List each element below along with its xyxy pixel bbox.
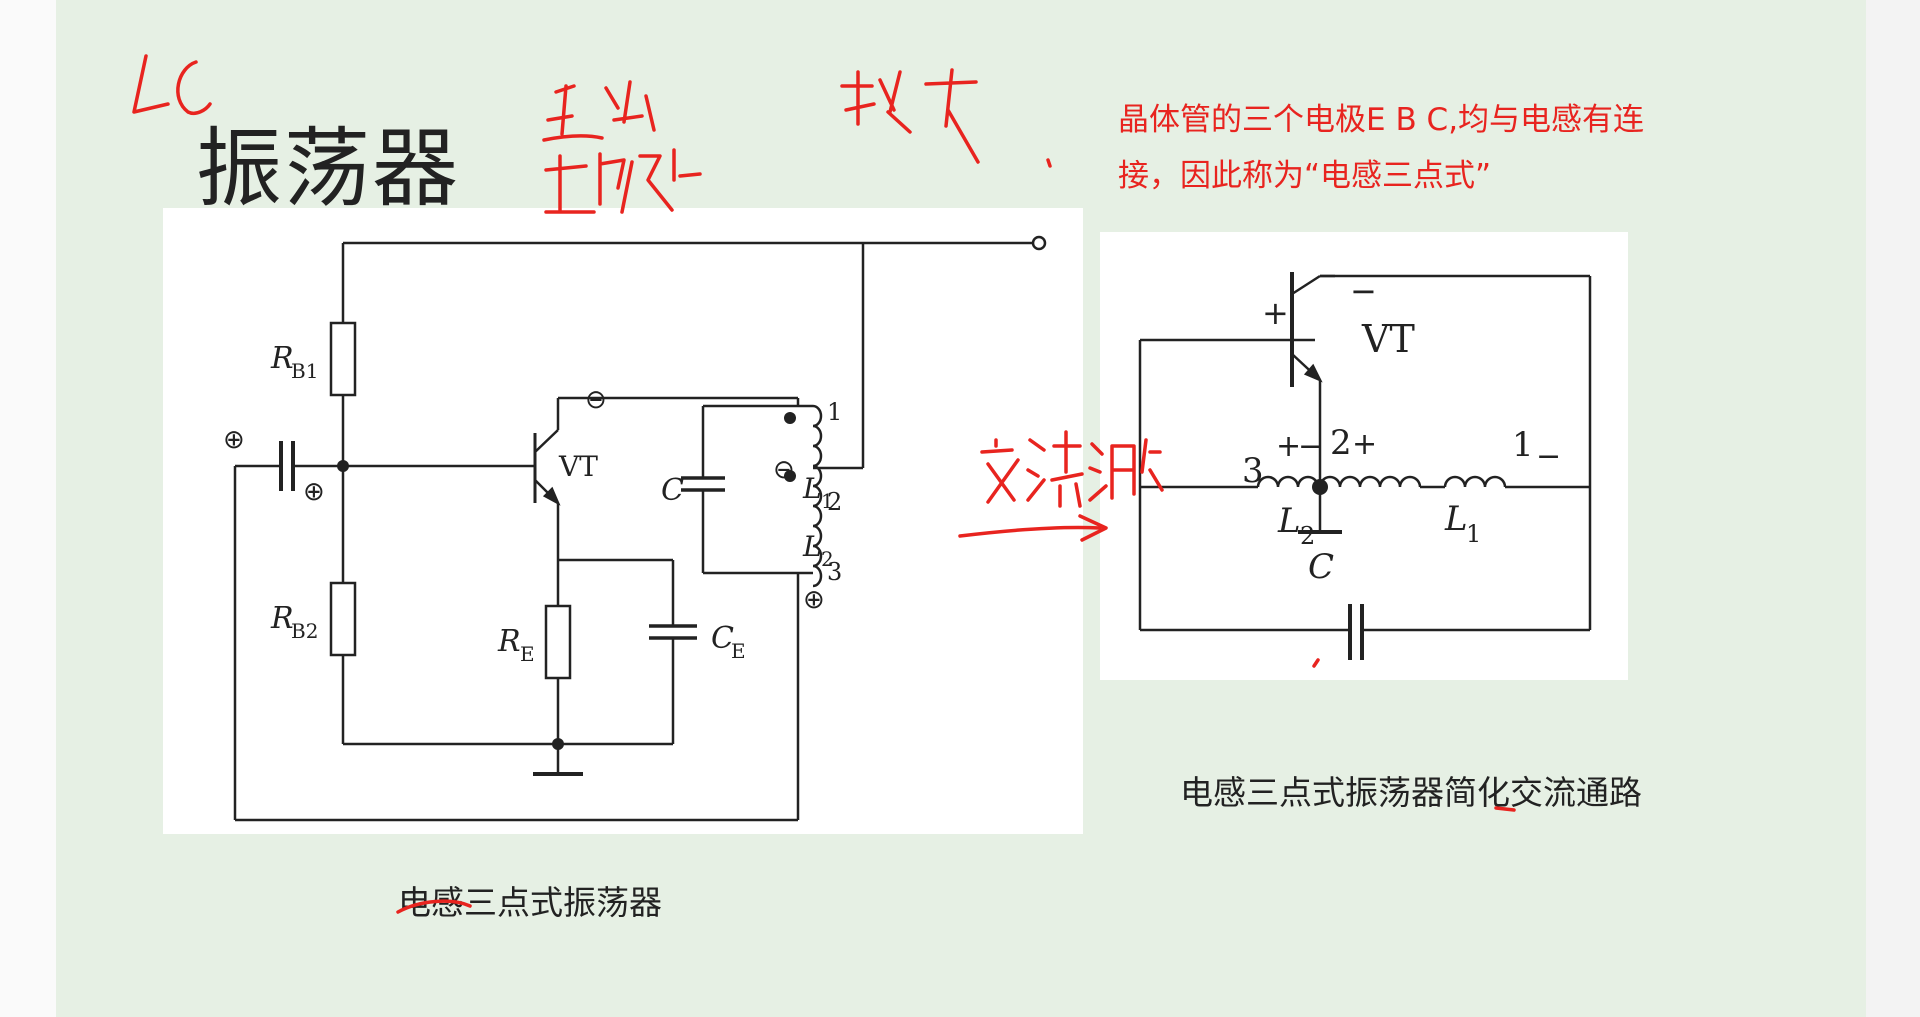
- label-l1-sub: 1: [821, 489, 834, 513]
- label-l2-sub: 2: [1300, 522, 1315, 550]
- tap-2: 2: [827, 488, 842, 516]
- label-rb1-sub: B1: [291, 359, 318, 383]
- caption-right: 电感三点式振荡器简化交流通路: [1180, 773, 1642, 812]
- ink-arrow: [958, 525, 1102, 538]
- dot-l1: [784, 412, 796, 424]
- inductor-l1: [1318, 475, 1422, 488]
- minus-2: −: [1298, 429, 1323, 464]
- minus-collector: −: [1350, 272, 1377, 310]
- page-title: 振荡器: [196, 119, 460, 219]
- minus-1: −: [1536, 439, 1561, 474]
- note-line-1: 晶体管的三个电极E B C,均与电感有连: [1118, 102, 1645, 138]
- ink-lc: [132, 54, 170, 114]
- sign-minus-coil: ⊖: [773, 455, 795, 485]
- ink-jiaoliutonglu: [980, 430, 1164, 508]
- plus-3: +: [1276, 429, 1301, 464]
- label-re: R: [497, 624, 521, 659]
- node-1: 1: [1512, 425, 1534, 465]
- label-rb1: R: [270, 341, 294, 376]
- center-tap-junction: [1312, 479, 1328, 495]
- inductive-three-point-oscillator-diagram: R B1 R B2 R E C E C VT L 1 L 2 1 2 3 ⊕ ⊕…: [223, 235, 1047, 822]
- note-line-2: 接，因此称为“电感三点式”: [1118, 158, 1492, 194]
- label-vt: VT: [1361, 317, 1415, 361]
- label-l1-sub: 1: [1466, 520, 1481, 548]
- ink-fangda: [840, 68, 980, 164]
- sign-minus-collector: ⊖: [585, 385, 607, 415]
- label-c: C: [661, 473, 684, 508]
- label-ce-sub: E: [731, 639, 746, 663]
- ground-junction: [552, 738, 564, 750]
- base-junction: [337, 460, 349, 472]
- tap-1: 1: [827, 398, 842, 426]
- label-l1: L: [1444, 499, 1468, 539]
- dot-l2: [784, 470, 796, 482]
- inductor-coil: [812, 404, 823, 588]
- left-circuit-panel: R B1 R B2 R E C E C VT L 1 L 2 1 2 3 ⊕ ⊕…: [163, 208, 1083, 834]
- label-rb2: R: [270, 601, 294, 636]
- page-edge: [1866, 0, 1920, 1017]
- label-c: C: [1308, 547, 1334, 587]
- node-2: 2: [1330, 423, 1352, 463]
- node-3: 3: [1242, 451, 1264, 491]
- label-rb2-sub: B2: [291, 619, 318, 643]
- tap-3: 3: [827, 558, 842, 586]
- sign-plus-coil: ⊕: [803, 585, 825, 615]
- label-vt: VT: [558, 450, 598, 483]
- ink-underline-left: [396, 899, 472, 914]
- ink-underline-right: [1494, 806, 1516, 812]
- label-l1: L: [802, 472, 822, 505]
- plus-base: +: [1262, 294, 1289, 332]
- output-terminal: [1031, 235, 1047, 251]
- label-ce: C: [711, 621, 734, 656]
- label-l2: L: [1277, 501, 1301, 541]
- inductor-l2: [1256, 475, 1320, 488]
- ink-xuanpin: [542, 80, 656, 142]
- ink-zhengfankui: [544, 148, 702, 214]
- resistor-re: [544, 604, 572, 680]
- sign-plus-base: ⊕: [303, 477, 325, 507]
- resistor-rb1: [329, 321, 357, 397]
- label-l2-sub: 2: [821, 547, 834, 571]
- sign-plus-input: ⊕: [223, 425, 245, 455]
- explanation-note: 晶体管的三个电极E B C,均与电感有连 接，因此称为“电感三点式”: [1118, 92, 1688, 204]
- label-l2: L: [802, 530, 822, 563]
- plus-2: +: [1352, 427, 1377, 462]
- label-re-sub: E: [520, 642, 535, 666]
